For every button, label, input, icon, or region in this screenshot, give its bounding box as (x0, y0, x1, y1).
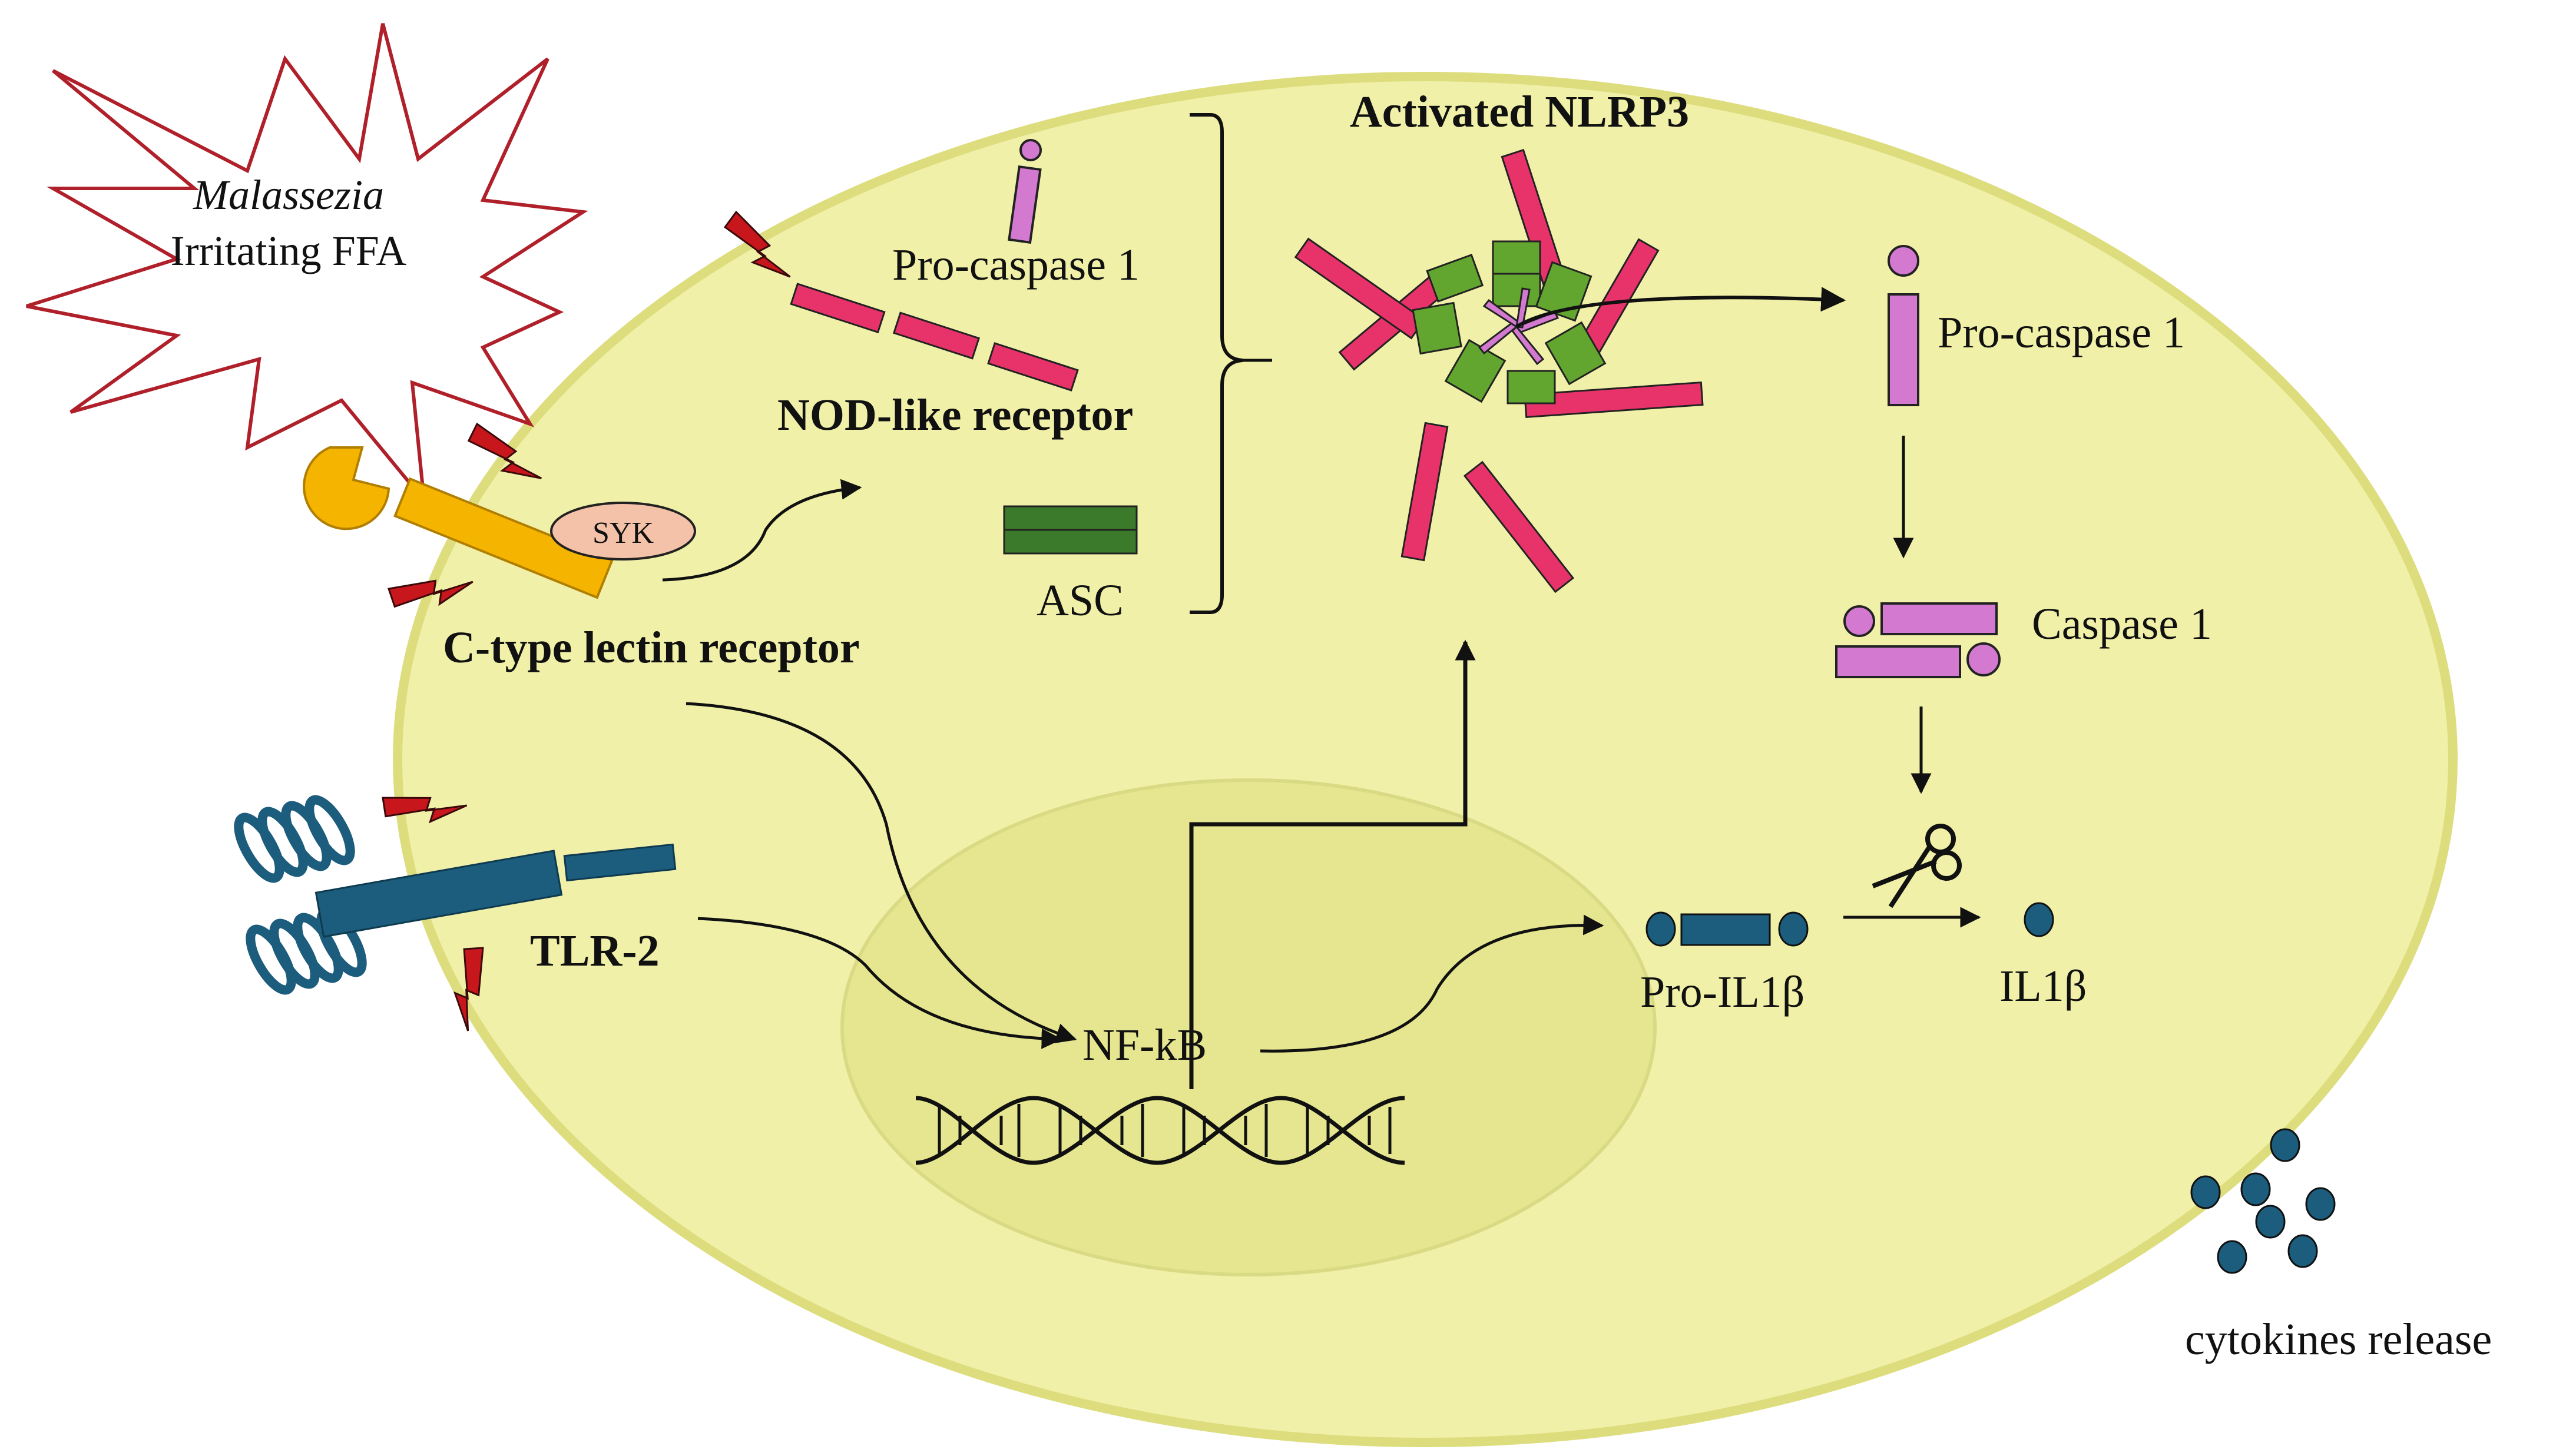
bolt-icon (382, 797, 468, 824)
stimulus-ffa-label: Irritating FFA (171, 227, 407, 274)
c-type-lectin-receptor-label: C-type lectin receptor (443, 623, 860, 672)
dna-icon (915, 1096, 1405, 1165)
nod-like-receptor-shape (790, 283, 1079, 392)
syk-icon (550, 502, 696, 560)
nucleus (840, 778, 1657, 1276)
arrow-syk-to-nod (662, 479, 862, 582)
arrow-lectin-to-nfkb (686, 702, 1077, 1044)
nod-like-receptor-label: NOD-like receptor (777, 390, 1133, 440)
procaspase-right-icon (1888, 245, 1919, 406)
activated-nlrp3-label: Activated NLRP3 (1350, 87, 1689, 137)
c-type-lectin-receptor-shape (303, 446, 614, 599)
tlr2-label: TLR-2 (530, 926, 660, 976)
stimulus-organism-label: Malassezia (193, 171, 384, 218)
procaspase-top-label: Pro-caspase 1 (892, 240, 1140, 290)
pro-il1b-icon (1645, 911, 1809, 947)
cytokines-label: cytokines release (2185, 1315, 2492, 1364)
cytokines-dots (2190, 1128, 2336, 1274)
il1b-label: IL1β (1999, 961, 2087, 1011)
bolt-icon (388, 579, 474, 608)
arrow-tlr2-to-nfkb (697, 917, 1062, 1049)
asc-icon (1003, 505, 1138, 555)
bolt-icon (453, 947, 484, 1032)
asc-label: ASC (1037, 576, 1124, 625)
pro-il1b-label: Pro-IL1β (1640, 967, 1805, 1017)
syk-label: SYK (592, 516, 654, 550)
nfkb-label: NF-kB (1082, 1020, 1207, 1070)
procaspase-top-icon (1008, 139, 1042, 244)
arrow-nfkb-to-pro-il1b (1260, 914, 1604, 1053)
arrow-nlrp3-to-procaspase (1515, 287, 1846, 329)
scissors-icon (1872, 824, 1962, 908)
caspase-icon (1835, 602, 2001, 678)
il1b-icon (2024, 902, 2054, 937)
arrow-nfkb-to-nlrp3 (1189, 639, 1476, 1089)
bolt-icon (723, 210, 791, 278)
nlrp3-inflammasome-shape (1294, 148, 1704, 593)
tlr2-receptor-shape (234, 795, 677, 995)
procaspase-right-label: Pro-caspase 1 (1938, 308, 2185, 357)
bolt-icon (467, 422, 542, 479)
caspase-label: Caspase 1 (2032, 599, 2212, 649)
